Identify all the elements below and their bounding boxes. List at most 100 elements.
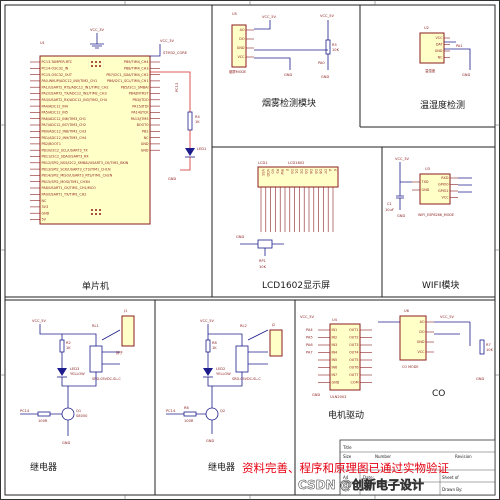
j1-ref: J1 bbox=[123, 309, 127, 313]
lcd-pin-label: D4 bbox=[309, 169, 313, 174]
r5-val: 10K bbox=[332, 48, 340, 52]
led2-icon bbox=[203, 368, 213, 376]
led3-ref: LED3 bbox=[70, 367, 79, 371]
watermark: 资料完善、程序和原理图已通过实物验证 CSDN @创新电子设计 bbox=[242, 461, 449, 492]
relay1-block: VCC_5V RL1 J1 排子 SRD-05VDC-SL-C R2 1K LE… bbox=[20, 309, 135, 473]
temp-pins-label: NC bbox=[438, 56, 444, 60]
mcu-left-label: PA5/ADC12_IN5 bbox=[42, 111, 68, 115]
temp-pins-label: DAT bbox=[436, 43, 444, 47]
mcu-right-label: PB3/JTDO bbox=[132, 98, 148, 102]
section-motor: 电机驱动 bbox=[328, 409, 364, 421]
mcu-left-pins: PC13-TAMPER-RTCPC14-OSC32_INPC15-OSC32_O… bbox=[30, 60, 129, 222]
mcu-left-label: PB15/SPI2_MOSI/TIM1_CH3N bbox=[42, 180, 91, 184]
tb-title: Title bbox=[342, 445, 352, 450]
mcu-right-label: PB2 bbox=[142, 130, 149, 134]
relay2-net: PC14 bbox=[166, 409, 176, 413]
led1-ref: LED1 bbox=[197, 147, 206, 151]
mcu-left-label: PC15-OSC32_OUT bbox=[42, 73, 73, 77]
wifi-pins-label: RXD bbox=[441, 176, 449, 180]
mcu-left-label: NC bbox=[42, 199, 48, 203]
lcd-pin-label: K bbox=[333, 169, 337, 172]
mcu-left-label: PA1/USART2_RTS/ADC12_IN1/TIM2_CH2 bbox=[42, 85, 109, 89]
c1-ref: C1 bbox=[387, 202, 392, 206]
section-lcd: LCD1602显示屏 bbox=[262, 280, 330, 291]
relay2-ref: RL2 bbox=[240, 324, 247, 328]
mcu-left-label: PC14-OSC32_IN bbox=[42, 67, 69, 71]
motor-right-pin-label: OUT4 bbox=[349, 351, 358, 355]
motor-right-pin-label: OUT6 bbox=[349, 366, 358, 370]
smoke-pins-label: AO bbox=[240, 28, 245, 32]
tb-a4: A4 bbox=[343, 475, 349, 480]
wifi-part: WIFI_ESP8266_MODE bbox=[418, 213, 454, 217]
mcu-right-label: PB4/JNTRST bbox=[129, 92, 150, 96]
mcu-vcc-label: VCC_3V bbox=[90, 28, 105, 32]
motor-pins-label: IN4 bbox=[332, 351, 338, 355]
motor-ref: U4 bbox=[332, 318, 338, 322]
relay2-block: VCC_5V RL2 J2 SRD-05VDC-SL-C R8 1K LED2 … bbox=[166, 319, 283, 473]
r4-ref: R4 bbox=[195, 115, 200, 119]
r6-resistor bbox=[183, 411, 197, 417]
wifi-chip bbox=[419, 173, 451, 205]
co-gnd: GND bbox=[476, 377, 484, 381]
mcu-left-label: PB13/SPI2_SCK/USART3_CTS/TIM1_CH1N bbox=[42, 167, 111, 171]
relay1-vcc: VCC_5V bbox=[32, 319, 47, 323]
led3-val: YELLOW bbox=[70, 372, 85, 376]
smoke-net: PA0 bbox=[318, 61, 325, 65]
rp1-wires bbox=[240, 243, 284, 256]
mcu-left-label: PA0-WKUP/ADC12_IN0/TIM2_CH1 bbox=[42, 79, 98, 83]
motor-right-pin-label: OUT1 bbox=[349, 328, 358, 332]
co-pins-label: VCC bbox=[417, 350, 425, 354]
lcd-pin-label: VDD bbox=[266, 169, 270, 177]
mcu-right-label: BOOT0 bbox=[137, 123, 149, 127]
q1-ref: Q1 bbox=[76, 409, 81, 413]
temp-gnd: GND bbox=[462, 73, 470, 77]
wifi-pins-label: VCC bbox=[441, 196, 449, 200]
mcu-chip bbox=[39, 55, 151, 225]
mcu-left-label: 3V3 bbox=[42, 205, 49, 209]
mcu-left-label: PA9/USART1_TX/TIM1_CH2 bbox=[42, 193, 87, 197]
motor-net-label: PA7 bbox=[306, 351, 313, 355]
relay2-connector bbox=[269, 329, 283, 357]
r8-ref: R8 bbox=[212, 341, 217, 345]
relay1-net: PC14 bbox=[20, 409, 30, 413]
r2-ref: R2 bbox=[66, 341, 71, 345]
rp1-val: 10K bbox=[259, 265, 267, 269]
section-smoke: 烟雾检测模块 bbox=[262, 97, 316, 109]
motor-pins-label: IN2 bbox=[332, 336, 338, 340]
r3-val: 100R bbox=[38, 419, 48, 423]
watermark-line2: CSDN @创新电子设计 bbox=[298, 477, 424, 492]
wifi-vcc: VCC_3V bbox=[395, 157, 410, 161]
co-ref: U6 bbox=[404, 309, 410, 313]
motor-pins-label: GND bbox=[332, 381, 340, 385]
motor-pins-label: IN5 bbox=[332, 358, 338, 362]
r6-ref: R6 bbox=[184, 406, 189, 410]
wifi-left-pin-label: TXD bbox=[421, 180, 429, 184]
led2-val: YELLOW bbox=[216, 372, 231, 376]
lcd-pin-label: D3 bbox=[304, 169, 308, 174]
r4-val: 1K bbox=[195, 120, 200, 124]
mcu-left-label: PB2/BOOT1 bbox=[42, 142, 62, 146]
lcd-pin-label: E bbox=[285, 169, 289, 171]
smoke-chip bbox=[231, 24, 247, 68]
wifi-cap-wires bbox=[396, 162, 412, 210]
mcu-left-label: PB11/I2C2_SDA/USART3_RX bbox=[42, 155, 90, 159]
smoke-pins-label: DO bbox=[239, 37, 245, 41]
smoke-vcc-2: VCC_5V bbox=[320, 14, 335, 18]
temp-pins-label: VCC bbox=[435, 36, 443, 40]
lcd-pin-label: D7 bbox=[323, 169, 327, 174]
lcd-part: LCD1602 bbox=[288, 161, 304, 165]
temp-ref: U2 bbox=[424, 26, 429, 30]
r8-val: 1K bbox=[212, 346, 217, 350]
watermark-line1: 资料完善、程序和原理图已通过实物验证 bbox=[242, 461, 449, 475]
section-temp: 温湿度检测 bbox=[420, 99, 465, 111]
mcu-right-label: PA14/JTCK bbox=[131, 111, 149, 115]
mcu-left-label: PA6/ADC12_IN6/TIM3_CH1 bbox=[42, 117, 87, 121]
mcu-gnd: GND bbox=[168, 177, 176, 181]
mcu-block: U1 PC13-TAMPER-RTCPC14-OSC32_INPC15-OSC3… bbox=[30, 28, 206, 292]
